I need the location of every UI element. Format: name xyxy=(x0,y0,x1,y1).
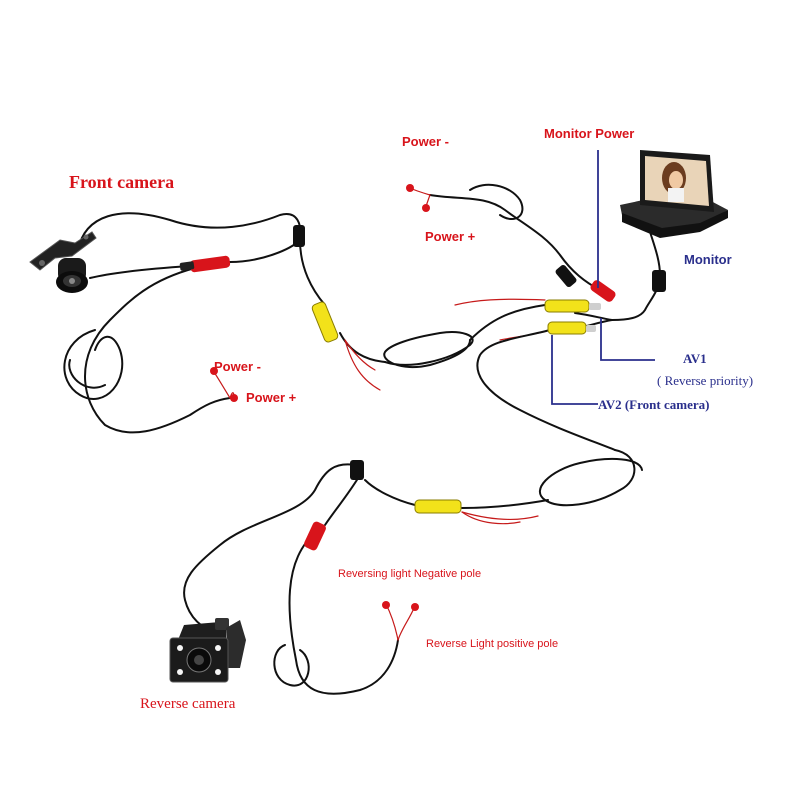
mid-power-minus-label: Power - xyxy=(214,359,261,374)
av1-label: AV1 xyxy=(683,351,707,366)
reverse-camera-label: Reverse camera xyxy=(140,696,236,712)
front-video-rca xyxy=(311,301,339,343)
av2-cable xyxy=(476,329,616,451)
monitor-label: Monitor xyxy=(684,252,732,267)
mid-power-plus-label: Power + xyxy=(246,390,297,405)
top-power-plus-dot xyxy=(422,204,430,212)
av1-rca xyxy=(544,299,590,313)
reverse-video-rca xyxy=(414,499,462,514)
mid-power-minus-dot xyxy=(210,367,218,375)
reverse-junction xyxy=(350,460,364,480)
av2-label: AV2 (Front camera) xyxy=(598,397,710,412)
reversing-light-negative-label: Reversing light Negative pole xyxy=(338,568,482,580)
front-camera-label: Front camera xyxy=(69,172,175,192)
av1-pointer xyxy=(600,318,655,361)
reverse-camera-cable xyxy=(183,463,356,636)
extension-coil-top xyxy=(383,331,474,369)
front-camera-cable xyxy=(77,212,302,251)
top-power-minus-label: Power - xyxy=(402,134,449,149)
front-camera-icon xyxy=(29,231,97,293)
extension-coil-bottom xyxy=(538,449,643,507)
reverse-light-positive-label: Reverse Light positive pole xyxy=(426,638,559,650)
reverse-power-connector xyxy=(304,521,326,551)
monitor-power-cable xyxy=(429,194,601,291)
monitor-cable xyxy=(611,224,662,321)
monitor-power-label: Monitor Power xyxy=(544,126,635,141)
reverse-neg-dot xyxy=(382,601,390,609)
connectors xyxy=(179,225,666,551)
top-power-minus-dot xyxy=(406,184,414,192)
monitor-power-connector xyxy=(590,280,616,302)
reverse-camera-icon xyxy=(169,618,246,683)
av2-rca xyxy=(547,321,587,335)
av1-note-label: ( Reverse priority) xyxy=(657,373,754,388)
av2-pointer xyxy=(551,335,598,405)
reverse-pos-dot xyxy=(411,603,419,611)
front-power-loop-cable xyxy=(84,267,231,434)
front-power-cable xyxy=(89,265,191,279)
top-power-plus-label: Power + xyxy=(425,229,476,244)
front-power-connector xyxy=(189,255,231,273)
monitor-icon xyxy=(620,150,728,238)
front-junction xyxy=(293,225,305,247)
mid-power-plus-dot xyxy=(230,394,238,402)
front-video-cable xyxy=(299,239,326,306)
